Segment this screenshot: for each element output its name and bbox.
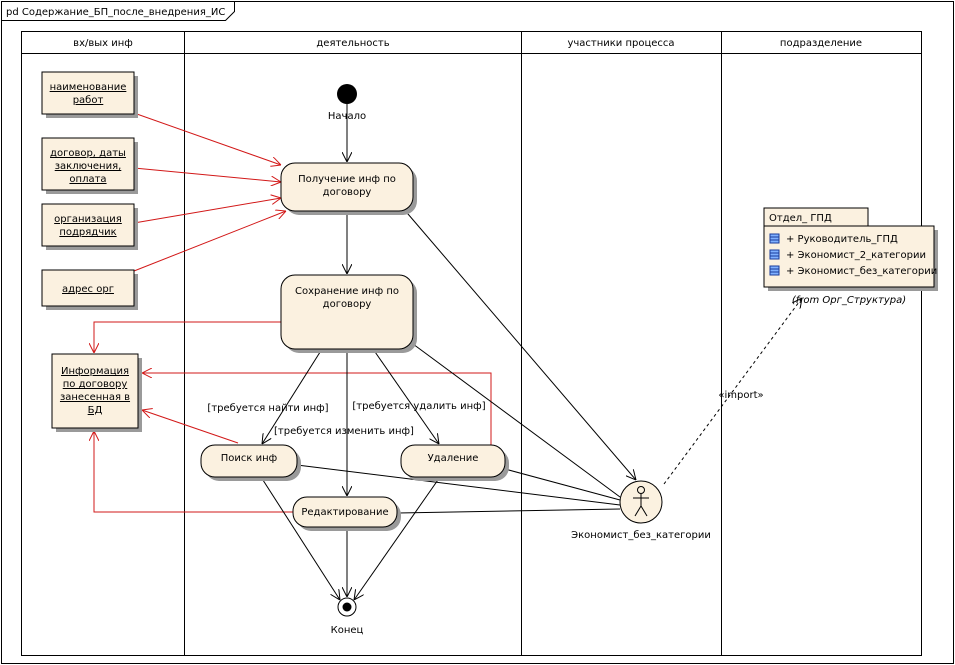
department-member-row[interactable]: + Экономист_без_категории bbox=[769, 265, 937, 277]
import-label: «import» bbox=[718, 390, 763, 401]
end-node[interactable] bbox=[337, 597, 357, 617]
lane-activity-label: деятельность bbox=[316, 38, 389, 49]
action-receive-info[interactable]: Получение инф по договору bbox=[280, 162, 417, 215]
department-member-row[interactable]: + Руководитель_ГПД bbox=[769, 233, 898, 245]
lane-participants-label: участники процесса bbox=[567, 38, 674, 49]
actor-person-icon bbox=[637, 486, 645, 494]
red-object-flows bbox=[94, 112, 492, 513]
department-title: Отдел_ ГПД bbox=[769, 213, 832, 224]
object-name-work-line2: работ bbox=[73, 95, 104, 106]
object-org-line1: организация bbox=[54, 214, 122, 225]
guard-delete-info: [требуется удалить инф] bbox=[352, 401, 485, 412]
member-table-icon bbox=[769, 249, 780, 260]
object-name-work[interactable]: наименование работ bbox=[41, 71, 138, 118]
action-save-info-line2: договору bbox=[323, 299, 372, 310]
action-edit-label: Редактирование bbox=[301, 507, 388, 518]
object-contract[interactable]: договор, даты заключения, оплата bbox=[41, 137, 138, 194]
start-node-label: Начало bbox=[328, 111, 366, 122]
object-org[interactable]: организация подрядчик bbox=[41, 203, 138, 250]
object-info-db-line1: Информация bbox=[61, 366, 129, 377]
object-contract-line3: оплата bbox=[69, 174, 106, 185]
action-search-info-label: Поиск инф bbox=[221, 453, 277, 464]
lane-io-label: вх/вых инф bbox=[73, 38, 133, 49]
object-address-line1: адрес орг bbox=[62, 284, 114, 295]
guard-edit-info: [требуется изменить инф] bbox=[274, 426, 414, 437]
action-delete[interactable]: Удаление bbox=[400, 444, 509, 481]
member-table-icon bbox=[769, 233, 780, 244]
object-name-work-line1: наименование bbox=[50, 82, 127, 93]
department-member-1: + Руководитель_ГПД bbox=[786, 234, 898, 245]
guard-find-info: [требуется найти инф] bbox=[207, 403, 328, 414]
frame-title: pd Содержание_БП_после_внедрения_ИС bbox=[6, 7, 225, 18]
actor-name: Экономист_без_категории bbox=[571, 530, 711, 541]
member-table-icon bbox=[769, 265, 780, 276]
action-save-info[interactable]: Сохранение инф по договору bbox=[280, 274, 417, 353]
object-info-db[interactable]: Информация по договору занесенная в БД bbox=[51, 353, 142, 432]
action-search-info[interactable]: Поиск инф bbox=[200, 444, 301, 481]
frame-tab bbox=[1, 1, 235, 21]
object-info-db-line3: занесенная в bbox=[60, 392, 130, 403]
start-node[interactable] bbox=[337, 84, 357, 104]
object-info-db-line2: по договору bbox=[63, 379, 128, 390]
action-edit[interactable]: Редактирование bbox=[292, 496, 401, 531]
department-member-2: + Экономист_2_категории bbox=[786, 250, 926, 261]
object-contract-line1: договор, даты bbox=[50, 148, 126, 159]
action-receive-info-line2: договору bbox=[323, 187, 372, 198]
control-flows bbox=[260, 104, 441, 600]
department-member-row[interactable]: + Экономист_2_категории bbox=[769, 249, 926, 261]
department-member-3: + Экономист_без_категории bbox=[786, 266, 937, 277]
department-package[interactable]: Отдел_ ГПД + Руководитель_ГПД + Экономис… bbox=[763, 207, 938, 291]
object-org-line2: подрядчик bbox=[59, 227, 116, 238]
lane-department-label: подразделение bbox=[780, 38, 862, 49]
action-save-info-line1: Сохранение инф по bbox=[295, 286, 399, 297]
action-delete-label: Удаление bbox=[428, 453, 479, 464]
object-address[interactable]: адрес орг bbox=[41, 269, 138, 310]
action-receive-info-line1: Получение инф по bbox=[298, 174, 396, 185]
actor-economist[interactable] bbox=[619, 480, 663, 524]
end-node-label: Конец bbox=[331, 625, 364, 636]
swimlanes: вх/вых инф деятельность участники процес… bbox=[21, 31, 922, 656]
import-dependency bbox=[663, 298, 802, 485]
object-contract-line2: заключения, bbox=[55, 161, 122, 172]
department-from-note: (from Орг_Структура) bbox=[792, 295, 906, 306]
object-info-db-line4: БД bbox=[88, 405, 103, 416]
actor-associations bbox=[296, 206, 636, 514]
